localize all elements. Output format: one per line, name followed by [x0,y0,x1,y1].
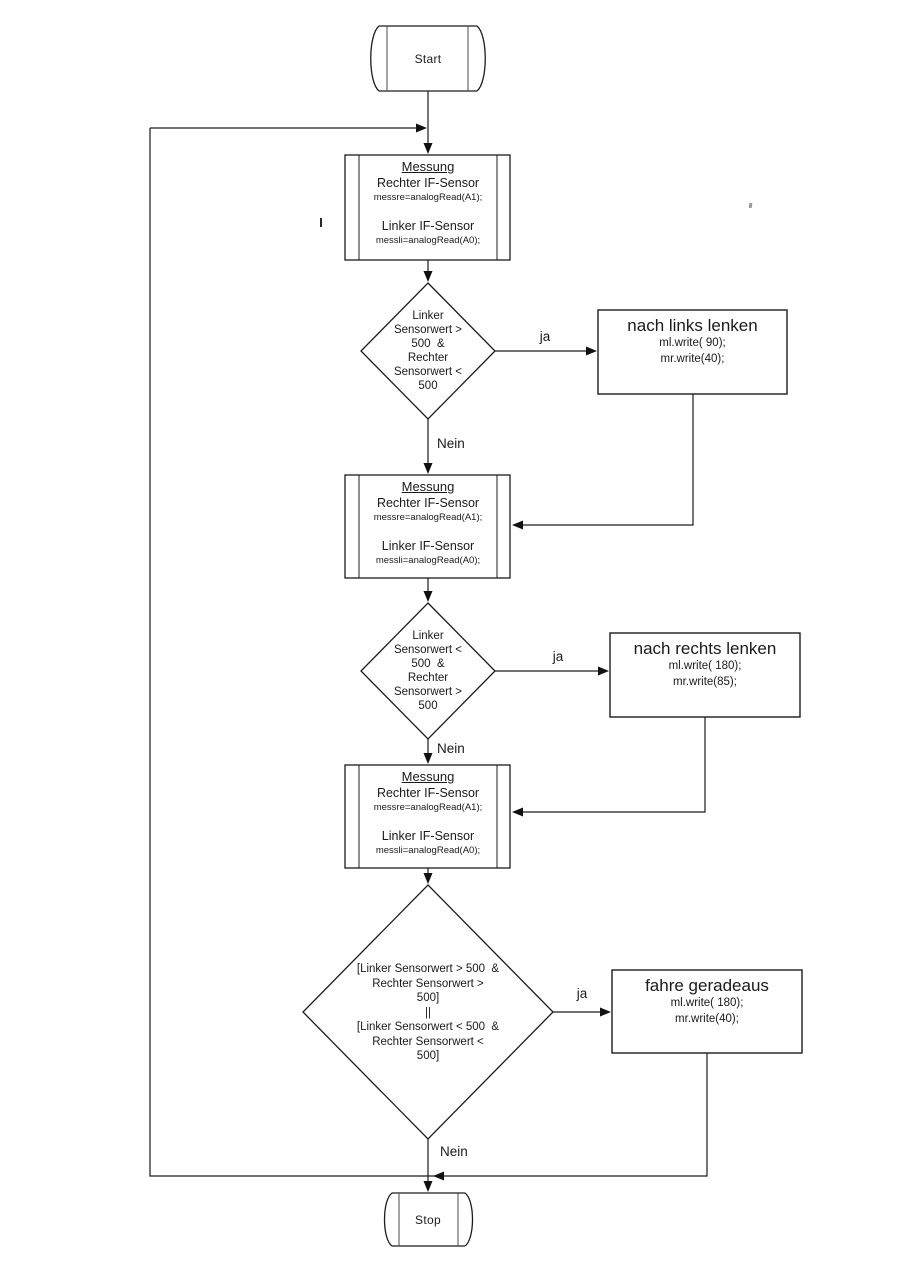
action-geradeaus-text: fahre geradeaus ml.write( 180); mr.write… [612,975,802,1027]
decision-line: Sensorwert > [393,324,463,336]
flow-connectors [149,91,708,1182]
decision-line: Sensorwert < [393,644,463,656]
scan-artifact-mark-1 [320,218,322,227]
measurement-3-sensor-left: Linker IF-Sensor [381,829,475,843]
edge-label-nein-2: Nein [437,741,465,756]
action-box-geradeaus [611,969,803,1054]
measurement-2-code-left: messli=analogRead(A0); [375,555,481,566]
decision-diamond-shapes [302,282,554,1140]
action-geradeaus-code-1: ml.write( 180); [670,997,744,1009]
connector-action2-return [522,717,706,813]
arrowhead-into-decision1 [423,271,433,282]
measurement-2-sensor-left: Linker IF-Sensor [381,539,475,553]
measurement-box-3-inner-lines [358,765,498,868]
edge-label-ja-3: ja [576,986,588,1001]
measurement-3-code-right: messre=analogRead(A1); [373,802,483,813]
decision-line: Sensorwert > [393,686,463,698]
decision-line: 500] [416,992,440,1004]
decision-line: 500] [416,1050,440,1062]
action-links-text: nach links lenken ml.write( 90); mr.writ… [598,315,787,367]
measurement-box-1-inner-lines [358,155,498,260]
measurement-1-code-right: messre=analogRead(A1); [373,192,483,203]
decision-line: Rechter Sensorwert < [372,1035,484,1048]
stop-terminator-shape [383,1192,474,1247]
measurement-block-2: Messung Rechter IF-Sensor messre=analogR… [359,478,497,568]
measurement-1-title: Messung [401,159,455,174]
measurement-box-2 [344,474,511,579]
decision-diamond-2 [360,602,496,740]
arrowhead-nein2 [423,753,433,764]
arrowhead-ja2 [598,666,609,676]
decision-line: [Linker Sensorwert < 500 & [356,1021,500,1033]
action-rechts-code-1: ml.write( 180); [668,660,742,672]
action-rechts-title: nach rechts lenken [633,639,777,658]
arrowhead-nein1 [423,463,433,474]
decision-line: Rechter Sensorwert > [372,977,484,990]
decision-line: 500 & [411,658,445,670]
arrowhead-ja1 [586,346,597,356]
action-links-title: nach links lenken [627,316,758,335]
measurement-2-code-right: messre=analogRead(A1); [373,512,483,523]
start-label: Start [414,52,442,66]
decision-line: 500 & [411,338,445,350]
decision-2-text: Linker Sensorwert < 500 & Rechter Sensor… [361,629,495,713]
decision-line: Sensorwert < [393,366,463,378]
decision-line: Linker [412,630,444,642]
measurement-block-3: Messung Rechter IF-Sensor messre=analogR… [359,768,497,858]
arrowhead-into-measure1 [423,143,433,154]
decision-diamond-3 [302,884,554,1140]
measurement-box-2-inner-lines [358,475,498,578]
measurement-3-code-left: messli=analogRead(A0); [375,845,481,856]
measurement-block-1: Messung Rechter IF-Sensor messre=analogR… [359,158,497,248]
measurement-box-1 [344,154,511,261]
edge-label-ja-1: ja [539,329,551,344]
decision-diamond-1 [360,282,496,420]
action-rechts-text: nach rechts lenken ml.write( 180); mr.wr… [610,638,800,690]
action-links-code-1: ml.write( 90); [659,337,726,349]
decision-line: 500 [418,380,438,392]
arrowhead-into-decision2 [423,591,433,602]
action-geradeaus-code-2: mr.write(40); [675,1012,739,1025]
connector-action1-return [522,394,694,526]
decision-3-text: [Linker Sensorwert > 500 & Rechter Senso… [308,962,548,1064]
arrowhead-into-stop [423,1181,433,1192]
edge-label-nein-1: Nein [437,436,465,451]
action-box-links [597,309,788,395]
arrowhead-ja3 [600,1007,611,1017]
edge-label-ja-2: ja [552,649,564,664]
action-rechts-code-2: mr.write(85); [673,675,737,688]
decision-1-text: Linker Sensorwert > 500 & Rechter Sensor… [361,309,495,393]
edge-label-nein-3: Nein [440,1144,468,1159]
action-box-shapes [597,309,803,1054]
arrowhead-into-decision3 [423,873,433,884]
action-geradeaus-title: fahre geradeaus [645,976,769,995]
start-terminator-shape [370,25,486,92]
decision-line: 500 [418,700,438,712]
measurement-1-sensor-right: Rechter IF-Sensor [376,176,480,190]
measurement-1-sensor-left: Linker IF-Sensor [381,219,475,233]
measurement-2-sensor-right: Rechter IF-Sensor [376,496,480,510]
flow-arrowheads [416,123,611,1192]
arrowhead-loop-entry [416,123,427,133]
arrowhead-return1 [512,520,523,530]
decision-line: Rechter [407,672,449,684]
decision-line: Linker [412,310,444,322]
arrowhead-loop-junction [433,1171,444,1181]
measurement-box-shapes [344,154,511,869]
measurement-3-title: Messung [401,769,455,784]
arrowhead-return2 [512,807,523,817]
measurement-1-code-left: messli=analogRead(A0); [375,235,481,246]
action-box-rechts [609,632,801,718]
measurement-2-title: Messung [401,479,455,494]
measurement-box-3 [344,764,511,869]
decision-line: || [425,1006,431,1019]
stop-label: Stop [415,1213,441,1227]
action-links-code-2: mr.write(40); [660,352,725,365]
decision-line: [Linker Sensorwert > 500 & [356,963,500,975]
measurement-3-sensor-right: Rechter IF-Sensor [376,786,480,800]
decision-line: Rechter [407,352,449,364]
